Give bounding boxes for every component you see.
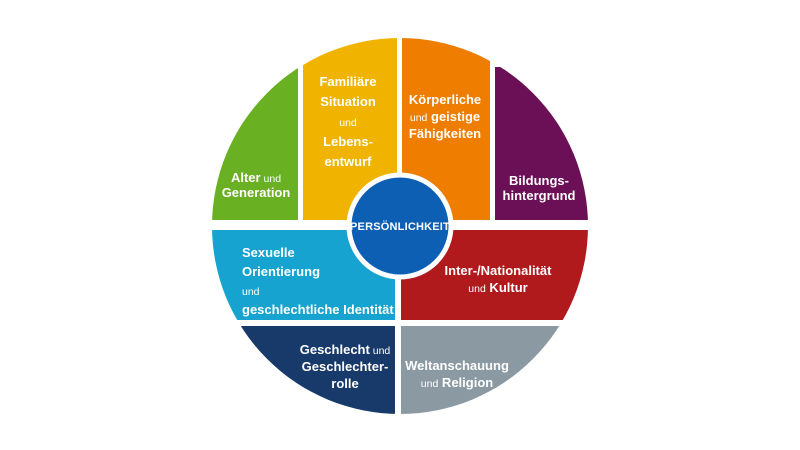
segment-weltanschauung-religion — [401, 326, 588, 414]
segment-geschlecht-rolle — [212, 326, 395, 414]
center-circle — [346, 172, 454, 280]
segment-label-bildungshintergrund: Bildungs-hintergrund — [503, 173, 576, 203]
center-label: PERSÖNLICHKEIT — [350, 220, 450, 233]
